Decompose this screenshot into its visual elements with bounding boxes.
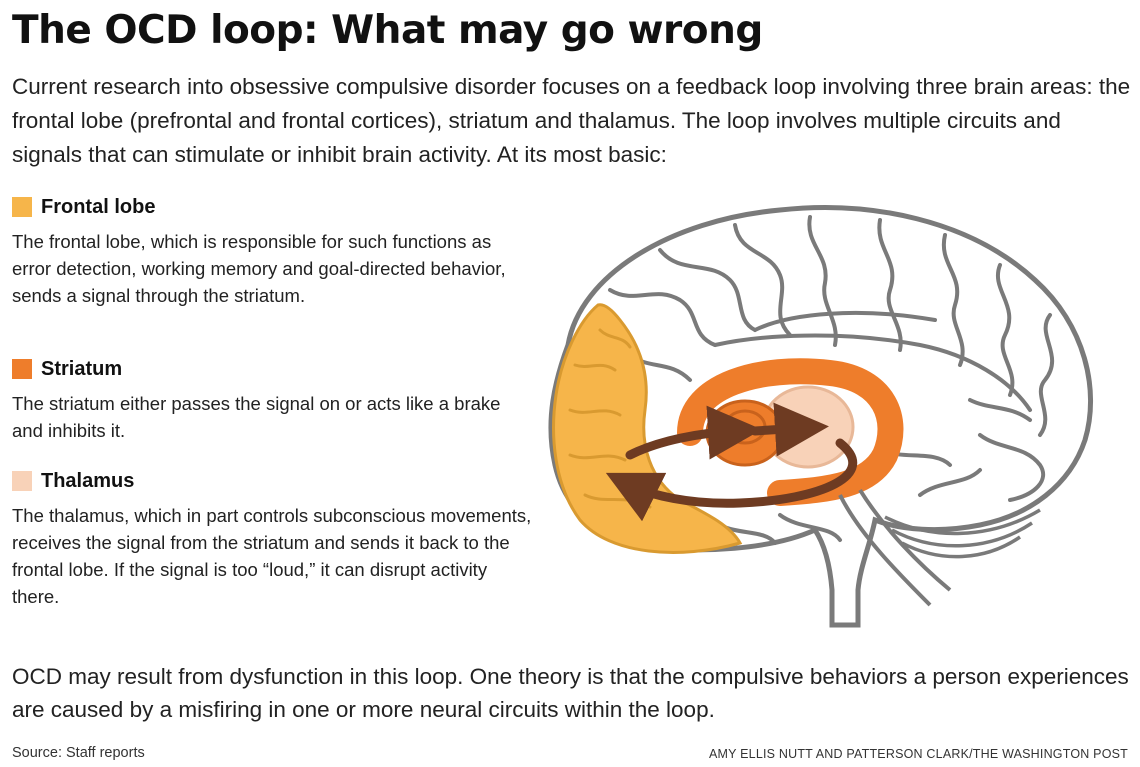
frontal-lobe-title: Frontal lobe — [41, 195, 156, 218]
cerebellum — [884, 508, 1041, 559]
signal-arrow-frontal-to-striatum — [625, 405, 762, 460]
striatum-title: Striatum — [41, 357, 123, 380]
striatum-region — [677, 358, 904, 506]
page-title: The OCD loop: What may go wrong — [12, 8, 763, 53]
legend-frontal-lobe: Frontal lobe The frontal lobe, which is … — [12, 194, 532, 309]
brainstem — [838, 488, 952, 607]
signal-arrow-thalamus-to-frontal — [605, 438, 858, 522]
thalamus-description: The thalamus, which in part controls sub… — [12, 505, 532, 607]
intro-paragraph: Current research into obsessive compulsi… — [12, 74, 1131, 167]
frontal-lobe-description: The frontal lobe, which is responsible f… — [12, 231, 506, 306]
signal-arrow-striatum-to-thalamus — [750, 402, 829, 457]
legend-thalamus: Thalamus The thalamus, which in part con… — [12, 468, 532, 610]
thalamus-title: Thalamus — [41, 469, 135, 492]
conclusion-paragraph: OCD may result from dysfunction in this … — [12, 664, 1129, 722]
striatum-swatch — [12, 359, 32, 379]
brain-illustration — [548, 205, 1093, 628]
legend-striatum: Striatum The striatum either passes the … — [12, 356, 532, 444]
signal-loop — [605, 402, 858, 522]
credit-line: AMY ELLIS NUTT AND PATTERSON CLARK/THE W… — [709, 747, 1128, 761]
source-line: Source: Staff reports — [12, 745, 145, 761]
brain-folds — [608, 215, 1055, 545]
frontal-lobe-swatch — [12, 197, 32, 217]
brain-diagram — [540, 195, 1130, 645]
striatum-description: The striatum either passes the signal on… — [12, 393, 501, 441]
thalamus-swatch — [12, 471, 32, 491]
